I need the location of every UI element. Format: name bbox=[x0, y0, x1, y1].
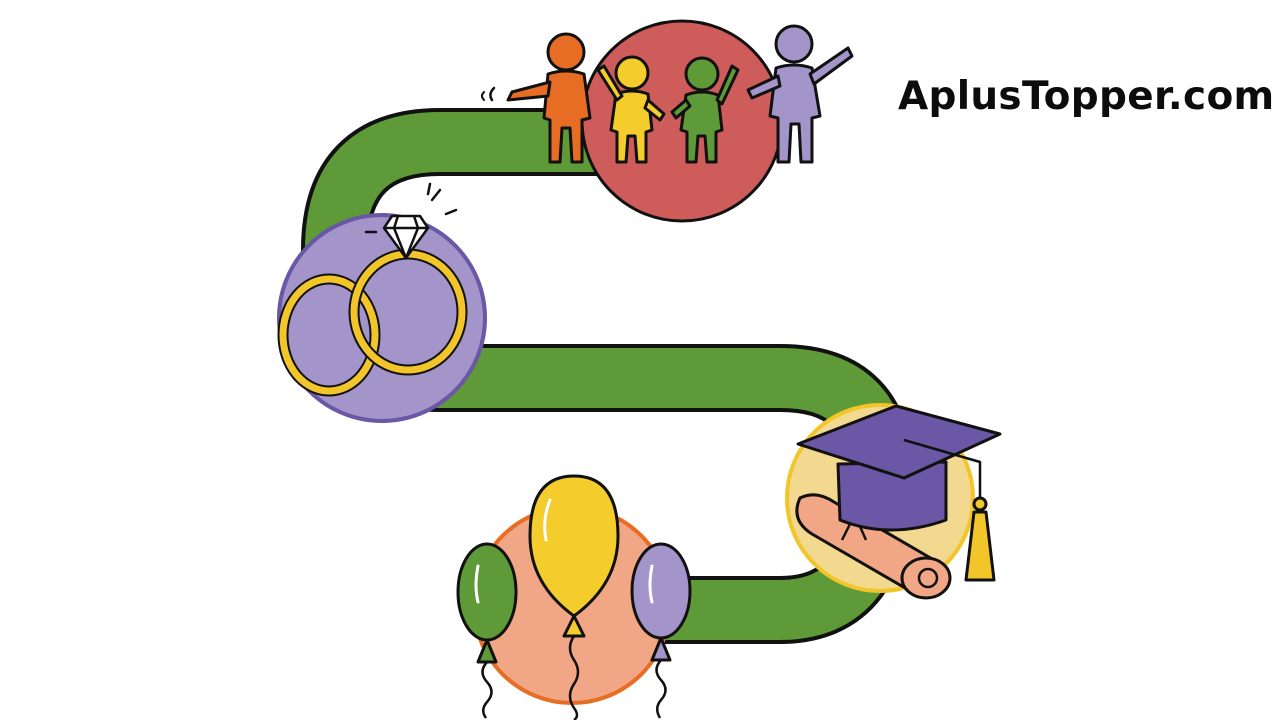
balloons-icon bbox=[456, 474, 692, 720]
graduation-cap-icon bbox=[785, 403, 1002, 600]
brand-watermark: AplusTopper.com bbox=[898, 74, 1275, 119]
rings-icon bbox=[277, 182, 487, 423]
diamond-icon bbox=[382, 214, 430, 260]
people-icon bbox=[481, 19, 854, 223]
